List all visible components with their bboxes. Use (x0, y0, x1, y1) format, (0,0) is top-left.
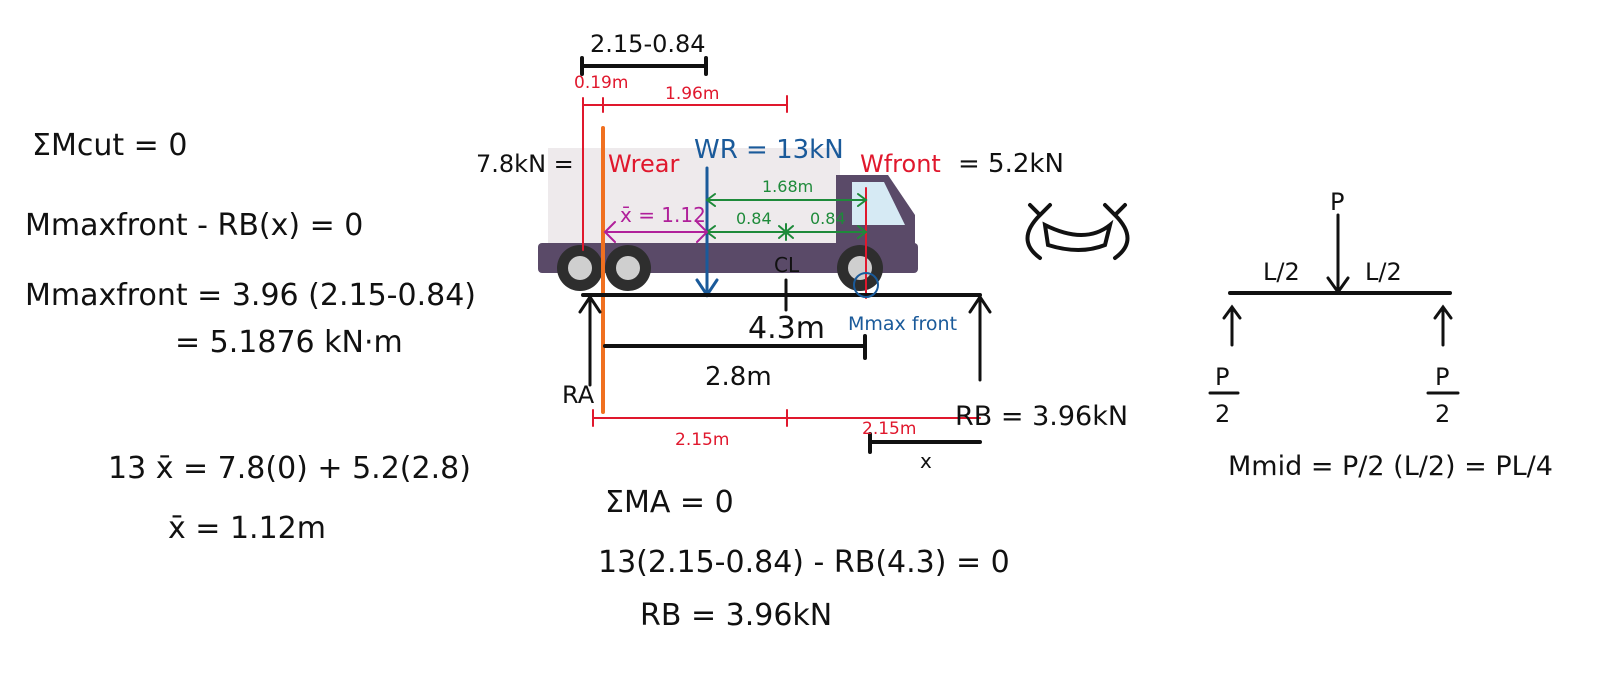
left-calculations: ΣMcut = 0 Mmaxfront - RB(x) = 0 Mmaxfron… (25, 128, 476, 546)
w-front-label: Wfront (860, 150, 941, 178)
dimension-1-68: 1.68m (762, 177, 813, 196)
x-label: x (920, 449, 932, 473)
simple-beam-labels: P L/2 L/2 P 2 P 2 Mmid = P/2 (L/2) = PL/… (1215, 188, 1553, 482)
rb-result: RB = 3.96kN (640, 598, 832, 633)
reaction-b-arrow (968, 294, 992, 382)
right-half-length: L/2 (1365, 258, 1402, 286)
reaction-left-denominator: 2 (1215, 400, 1230, 428)
reaction-b-label: RB = 3.96kN (955, 401, 1128, 432)
reaction-a-arrow (578, 294, 602, 387)
sum-ma: ΣMA = 0 (605, 485, 734, 520)
load-p: P (1330, 188, 1344, 216)
sum-m-cut: ΣMcut = 0 (32, 128, 187, 163)
half-span-1: 2.15m (675, 430, 729, 450)
w-front-value: = 5.2kN (958, 149, 1064, 179)
dimension-1-96: 1.96m (665, 84, 719, 104)
xbar-result: x̄ = 1.12m (168, 511, 326, 546)
m-max-front-label: Mmax front (848, 313, 957, 335)
dimension-0-84-right: 0.84 (810, 209, 846, 228)
m-mid-equation: Mmid = P/2 (L/2) = PL/4 (1228, 451, 1553, 482)
reaction-right-denominator: 2 (1435, 400, 1450, 428)
equation-mmax-result: = 5.1876 kN·m (175, 325, 403, 360)
equation-xbar: 13 x̄ = 7.8(0) + 5.2(2.8) (108, 451, 471, 486)
equation-sum-ma: 13(2.15-0.84) - RB(4.3) = 0 (598, 545, 1010, 580)
equation-mmax: Mmaxfront = 3.96 (2.15-0.84) (25, 278, 476, 313)
equation-moment-cut: Mmaxfront - RB(x) = 0 (25, 208, 363, 243)
truck-labels: 2.15-0.84 0.19m 1.96m 7.8kN = Wrear WR =… (476, 30, 1128, 473)
w-rear-label: Wrear (608, 150, 679, 178)
reaction-a-label: RA (562, 381, 595, 409)
resultant-weight-label: WR = 13kN (694, 135, 844, 165)
centerline-label: CL (774, 253, 800, 277)
dimension-2-8: 2.8m (705, 362, 772, 392)
bending-moment-icon (1025, 203, 1130, 260)
reaction-left-numerator: P (1215, 363, 1229, 391)
top-dimension: 2.15-0.84 (590, 30, 706, 58)
moment-equations: ΣMA = 0 13(2.15-0.84) - RB(4.3) = 0 RB =… (598, 485, 1010, 633)
simple-beam-diagram (1208, 213, 1460, 395)
dimension-0-19: 0.19m (574, 73, 628, 93)
dimension-lines (578, 56, 992, 454)
dimension-0-84-left: 0.84 (736, 209, 772, 228)
w-rear-value: 7.8kN = (476, 150, 574, 178)
span-label: 4.3m (748, 311, 825, 346)
xbar-label: x̄ = 1.12 (620, 203, 706, 227)
left-half-length: L/2 (1263, 258, 1300, 286)
reaction-right-numerator: P (1435, 363, 1449, 391)
half-span-2: 2.15m (862, 419, 916, 439)
